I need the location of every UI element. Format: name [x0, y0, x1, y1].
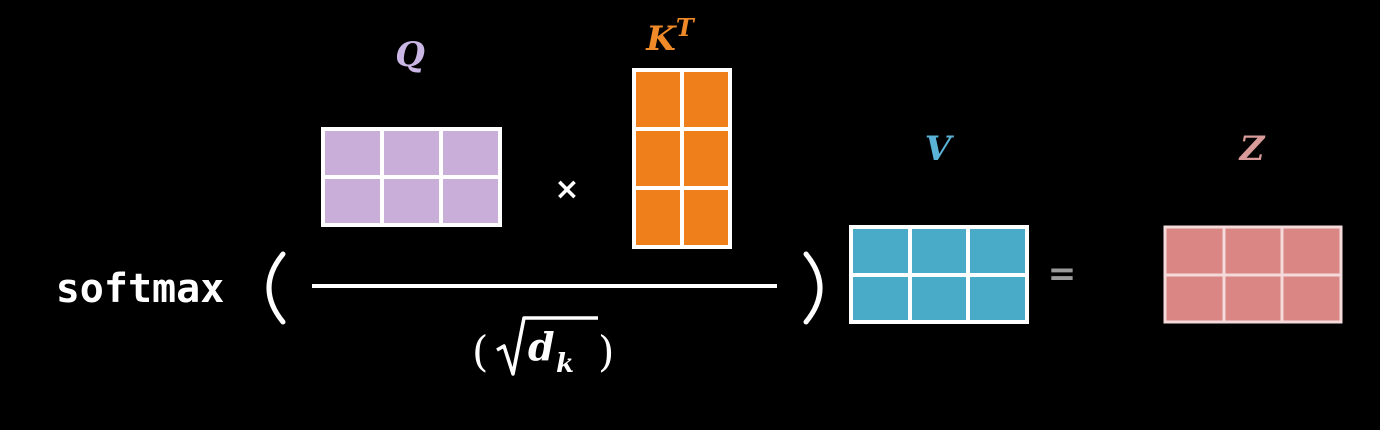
denominator: ( d k )	[472, 316, 614, 379]
q-matrix	[321, 127, 502, 227]
denominator-variable: d	[528, 324, 555, 369]
q-label: Q	[395, 35, 425, 75]
softmax-label: softmax	[56, 266, 225, 312]
left-paren	[266, 251, 286, 325]
right-paren	[803, 251, 823, 325]
kt-label: KT	[645, 13, 696, 59]
v-label: V	[925, 129, 955, 169]
denominator-close-paren: )	[598, 327, 614, 376]
v-matrix	[849, 225, 1029, 324]
equals-operator: =	[1048, 254, 1077, 294]
multiply-operator: ×	[554, 172, 579, 207]
denominator-open-paren: (	[472, 327, 488, 376]
kt-matrix	[632, 68, 732, 249]
z-matrix	[1163, 225, 1343, 324]
denominator-subscript: k	[556, 349, 574, 379]
sqrt-radical	[496, 316, 598, 376]
kt-label-superscript: T	[676, 13, 696, 42]
z-label: Z	[1238, 129, 1266, 169]
kt-label-base: K	[645, 19, 677, 59]
